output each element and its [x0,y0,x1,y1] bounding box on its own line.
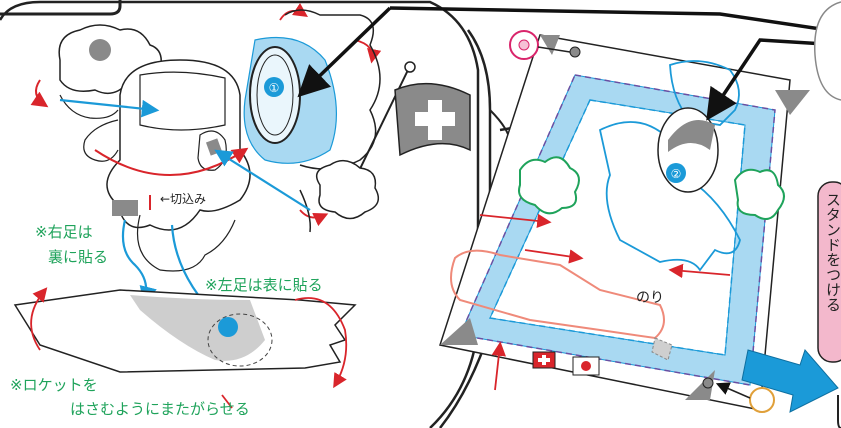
corner-tab-tr [775,90,810,115]
helmet-visor [139,71,226,131]
right-foot-grey-tab [112,200,138,216]
right-foot-note-line1: ※右足は [35,223,93,241]
leader-line-top [389,6,841,34]
leader-arrow-part2 [706,38,841,121]
rocket-foot-dash [207,313,273,367]
hand-cloud [315,159,380,220]
lens-number: ① [269,81,280,95]
arm-left [83,119,119,162]
corner-tab-tl [540,35,560,55]
red-arrow-in-mid [524,249,584,264]
grey-dot [89,39,111,61]
green-tree-right [733,168,785,220]
corner-tab-br [685,370,715,400]
rotate-arrow-rocket-left [30,287,48,351]
flag-cross [415,100,455,140]
right-foot-note-line2: 裏に貼る [48,248,108,266]
rotate-arrow-flag [299,209,329,227]
part-2-number: ② [671,167,682,181]
orange-flower [749,387,775,413]
big-blue-arrow [741,349,839,413]
upper-silhouette [669,60,740,126]
connector-dot-bottom [702,377,714,389]
glue-label: のり [636,290,664,306]
rocket-note-line2: はさむようにまたがらせる [70,400,250,418]
rotate-arrow-rocket-right [294,297,348,389]
part-2-shadow [668,120,715,152]
mini-swiss-cross [538,355,550,365]
top-left-tab [0,0,122,16]
leader-arrow-lens [297,6,392,98]
connector-arrow-bottom [715,382,751,399]
rotate-arrow-back [354,39,382,64]
left-foot-badge [218,317,238,337]
back-body-outline [284,9,381,170]
rocket-grey-area [130,295,265,361]
body-detail-left [59,94,119,119]
left-foot-note: ※左足は表に貼る [205,276,323,294]
orange-outline-piece [450,249,665,340]
left-panel-border [0,0,480,428]
corner-tab-bl [440,318,478,345]
rocket-note-line1: ※ロケットを [10,376,98,394]
red-arrow-in-right [668,263,731,279]
connector-dot-top [569,46,581,58]
lens-inner [256,54,294,136]
red-arrow-bottom [491,341,506,391]
blue-arrow-helmet [59,98,160,118]
mini-japan-sun [581,361,591,371]
lens-number-badge-bg [264,77,284,97]
blue-arrow-right-foot [121,219,157,305]
right-panel: ② のり スタンドをつける [297,1,841,428]
pink-flower-center [518,39,530,51]
stand-note: スタンドをつける [824,192,841,312]
blue-arrow-chest [214,149,311,211]
rotate-arrow-top [279,3,308,21]
lower-body [136,214,236,272]
stand-note-pill [817,181,841,363]
connector-line-top [537,46,571,53]
rocket-red-tick [221,394,233,409]
callout-bubble-edge [813,1,841,101]
green-tree-left [518,156,580,215]
red-arrow-in-left [479,213,552,229]
rotate-arrow-left [30,79,49,108]
part-2-badge [666,163,686,183]
part-2-cylinder [657,107,719,193]
left-panel: ① ←切込み ※右足は 裏に貼る ※左足は表に貼る ※ロケットを はさむようにま… [0,0,480,428]
glue-tab-grey [651,337,673,361]
flag-arm [299,189,312,233]
cut-label: ←切込み [160,192,206,206]
flag-pole-knob [404,61,416,73]
